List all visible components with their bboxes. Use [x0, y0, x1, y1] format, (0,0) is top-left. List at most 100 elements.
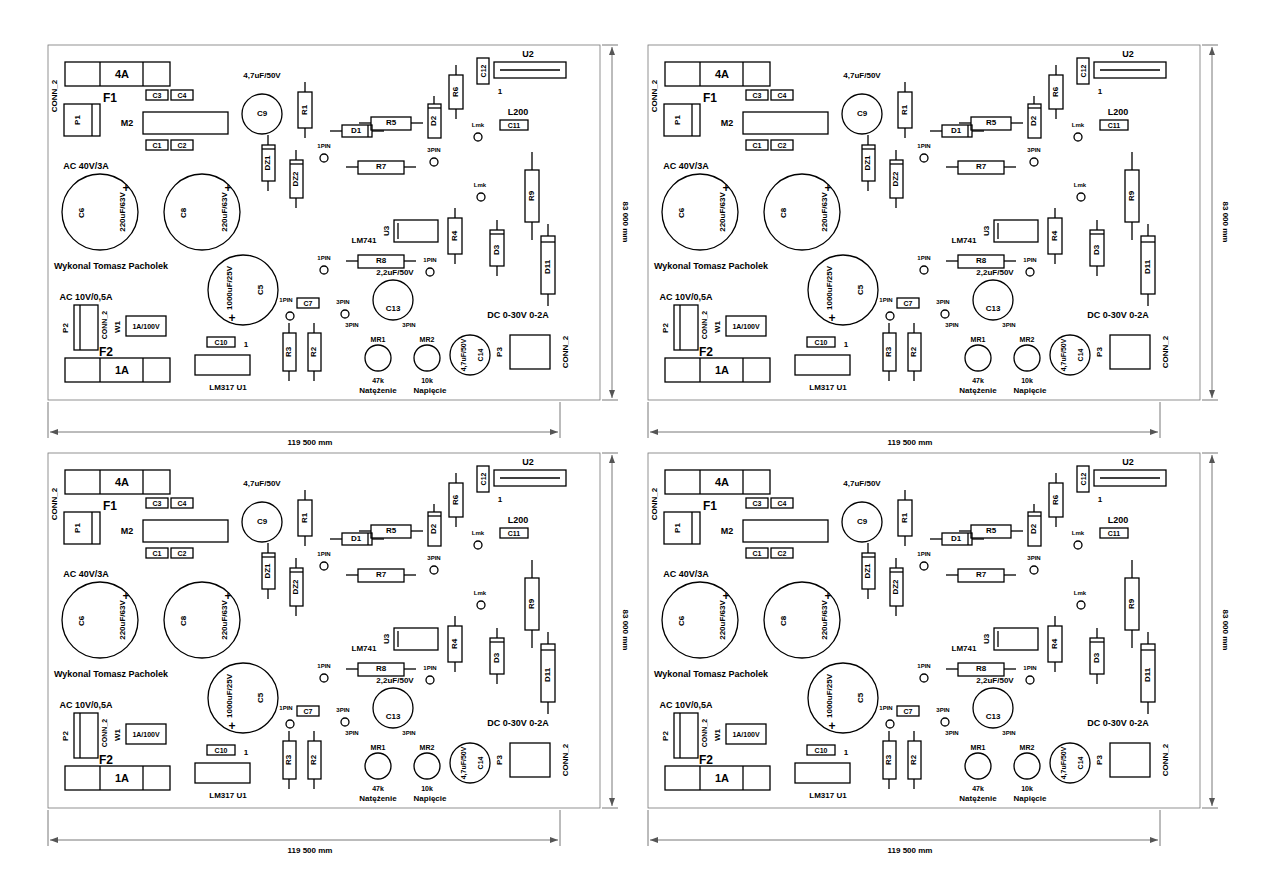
- silkscreen-label: R6: [1052, 495, 1060, 505]
- component-lead: [742, 62, 743, 86]
- silkscreen-label: 4,7uF/50V: [460, 747, 467, 780]
- silkscreen-label: AC 40V/3A: [63, 570, 109, 579]
- dimension-line: [650, 840, 1158, 841]
- component-outline: [65, 470, 170, 494]
- solder-pad: [477, 601, 485, 609]
- capacitor-outline: [62, 174, 138, 250]
- silkscreen-label: +: [228, 312, 235, 324]
- silkscreen-label: CONN_2: [101, 719, 108, 747]
- dimension-arrowhead: [550, 429, 558, 435]
- silkscreen-label: C10: [815, 747, 828, 754]
- silkscreen-label: D3: [1093, 245, 1101, 255]
- silkscreen-label: P2: [662, 323, 670, 333]
- silkscreen-label: Wykonal Tomasz Pacholek: [54, 262, 168, 271]
- silkscreen-label: 83 000 mm: [1221, 202, 1229, 243]
- capacitor-outline: [208, 255, 278, 325]
- silkscreen-label: Lmk: [1074, 182, 1086, 188]
- component-lead: [142, 470, 143, 494]
- component-outline: [795, 763, 850, 783]
- component-lead: [428, 515, 441, 516]
- silkscreen-label: Lmk: [474, 182, 486, 188]
- component-lead: [455, 473, 456, 483]
- component-lead: [888, 731, 889, 741]
- dimension-line: [1212, 47, 1213, 398]
- silkscreen-label: 1PIN: [279, 297, 292, 303]
- capacitor-outline: [1050, 335, 1090, 375]
- component-outline: [726, 724, 766, 744]
- silkscreen-label: U2: [1122, 50, 1134, 59]
- component-outline: [897, 706, 919, 716]
- silkscreen-label: C8: [780, 616, 788, 626]
- component-outline: [771, 140, 793, 150]
- silkscreen-label: R7: [376, 163, 386, 171]
- component-lead: [547, 702, 548, 714]
- silkscreen-label: C3: [153, 500, 162, 507]
- silkscreen-label: P3: [496, 755, 504, 765]
- silkscreen-label: W1: [714, 729, 722, 741]
- silkscreen-label: C8: [180, 208, 188, 218]
- silkscreen-label: 4A: [115, 477, 129, 488]
- silkscreen-label: DZ2: [892, 579, 900, 594]
- component-lead: [888, 323, 889, 333]
- component-lead: [1090, 233, 1104, 234]
- component-outline: [898, 92, 912, 128]
- component-outline: [298, 500, 312, 536]
- component-lead: [142, 62, 143, 86]
- component-lead: [1090, 641, 1104, 642]
- component-lead: [454, 254, 455, 264]
- silkscreen-label: F1: [703, 500, 717, 512]
- dimension-line: [612, 455, 613, 806]
- silkscreen-label: 119 500 mm: [888, 439, 933, 447]
- silkscreen-label: LM317 U1: [209, 792, 246, 800]
- silkscreen-label: 1PIN: [879, 705, 892, 711]
- silkscreen-label: 47k: [972, 785, 984, 792]
- capacitor-outline: [965, 753, 991, 779]
- silkscreen-label: AC 40V/3A: [663, 570, 709, 579]
- component-lead: [904, 536, 905, 546]
- silkscreen-label: R2: [910, 347, 918, 357]
- component-outline: [942, 125, 972, 137]
- component-outline: [958, 569, 1004, 582]
- solder-pad: [341, 718, 349, 726]
- component-lead: [304, 82, 305, 92]
- component-lead: [699, 766, 700, 790]
- silkscreen-label: 1PIN: [879, 297, 892, 303]
- silkscreen-label: C3: [153, 92, 162, 99]
- component-lead: [490, 641, 504, 642]
- silkscreen-label: W1: [114, 321, 122, 333]
- silkscreen-label: Napięcie: [414, 795, 447, 803]
- dimension-line: [602, 400, 618, 401]
- silkscreen-label: C5: [857, 285, 865, 295]
- component-lead: [691, 512, 692, 544]
- silkscreen-label: C8: [180, 616, 188, 626]
- component-lead: [1055, 473, 1056, 483]
- silkscreen-label: AC 10V/0,5A: [659, 701, 712, 710]
- silkscreen-label: 1: [1098, 88, 1102, 96]
- silkscreen-label: L200: [1108, 108, 1129, 117]
- component-lead: [267, 181, 268, 191]
- component-lead: [1141, 649, 1155, 650]
- silkscreen-label: D1: [951, 535, 961, 543]
- component-outline: [500, 528, 528, 538]
- component-lead: [1054, 616, 1055, 626]
- component-outline: [510, 335, 550, 369]
- silkscreen-label: 1A/100V: [732, 323, 759, 330]
- capacitor-outline: [764, 582, 840, 658]
- silkscreen-label: LM741: [952, 237, 977, 245]
- component-lead: [496, 674, 497, 684]
- component-outline: [510, 743, 550, 777]
- component-outline: [1125, 578, 1139, 630]
- component-lead: [313, 371, 314, 381]
- component-outline: [971, 525, 1011, 538]
- component-lead: [330, 538, 342, 539]
- component-outline: [1077, 58, 1089, 84]
- silkscreen-label: R2: [910, 755, 918, 765]
- silkscreen-label: 1PIN: [317, 663, 330, 669]
- silkscreen-label: LM317 U1: [209, 384, 246, 392]
- silkscreen-label: Lmk: [472, 530, 484, 536]
- component-outline: [171, 498, 193, 508]
- silkscreen-label: 1PIN: [317, 255, 330, 261]
- component-lead: [547, 224, 548, 236]
- silkscreen-label: Napięcie: [1014, 387, 1047, 395]
- dimension-line: [612, 47, 613, 398]
